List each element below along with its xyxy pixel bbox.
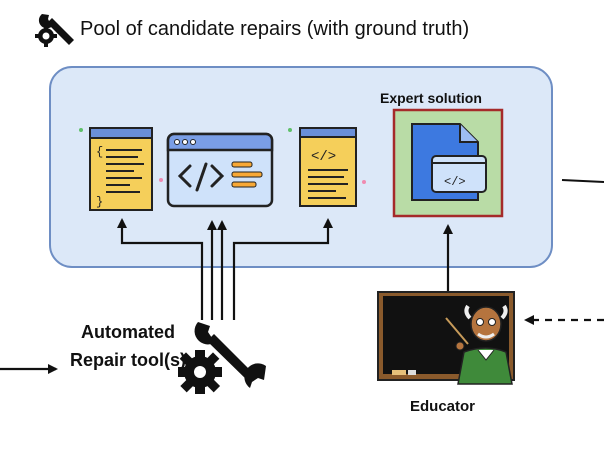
code-doc-icon: </> (288, 127, 366, 207)
apr-to-pool-arrows (117, 218, 333, 320)
svg-text:</>: </> (444, 175, 466, 189)
svg-text:</>: </> (311, 149, 336, 165)
expert-solution-box: </> (392, 108, 504, 218)
svg-text:{: { (96, 145, 103, 159)
browser-code-icon (166, 132, 274, 208)
expert-file-icon: </> (411, 123, 487, 201)
apr-tool-icon (178, 322, 266, 394)
pool-title: Pool of candidate repairs (with ground t… (80, 18, 470, 40)
svg-text:}: } (96, 195, 103, 209)
educator-icon (445, 304, 513, 385)
code-file-icon: { } (79, 127, 163, 211)
educator-label: Educator (410, 398, 476, 415)
wrench-gear-icon (35, 14, 74, 47)
apr-label: Automated Repair tool(s) (69, 322, 186, 370)
expert-solution-label: Expert solution (380, 90, 482, 106)
pool-output-line (561, 179, 604, 183)
